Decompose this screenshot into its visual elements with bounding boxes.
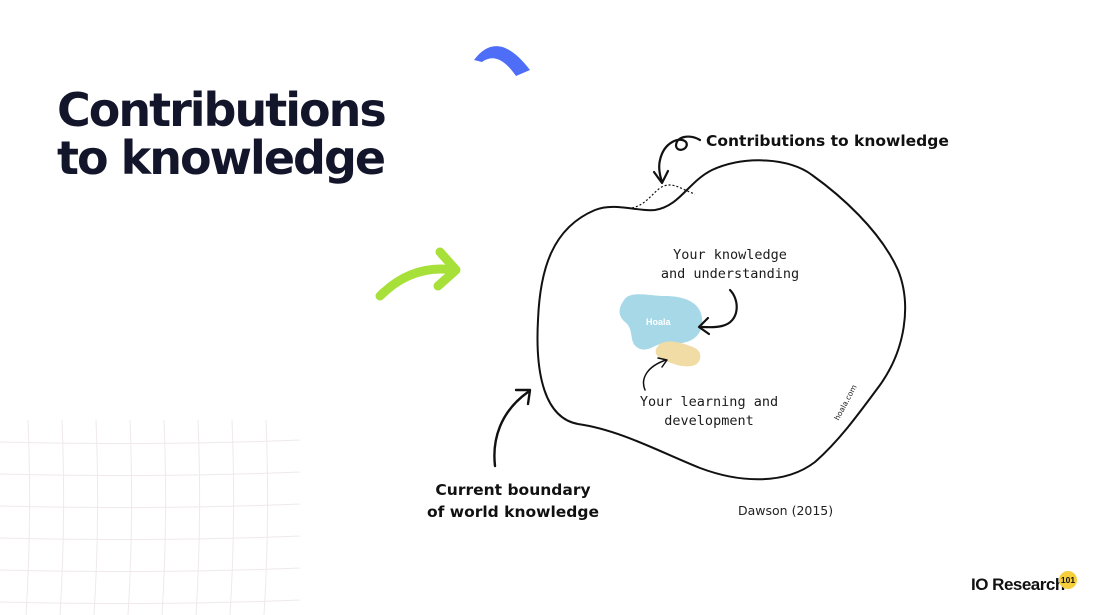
learning-blob bbox=[655, 341, 701, 367]
title-line-2: to knowledge bbox=[57, 131, 386, 185]
blue-arc-decoration bbox=[474, 46, 530, 76]
knowledge-blob-text: Hoala bbox=[646, 317, 671, 327]
green-arrow-decoration bbox=[375, 247, 461, 301]
grid-background bbox=[0, 420, 300, 615]
brand-logo: IO Research bbox=[971, 575, 1065, 594]
your-knowledge-line-1: Your knowledge bbox=[673, 247, 787, 263]
learning-arrow bbox=[642, 359, 667, 391]
title-line-1: Contributions bbox=[57, 83, 387, 137]
learning-line-1: Your learning and bbox=[639, 394, 779, 410]
boundary-line-1: Current boundary bbox=[435, 481, 591, 499]
contributions-label: Contributions to knowledge bbox=[706, 132, 949, 150]
boundary-line-2: of world knowledge bbox=[426, 503, 600, 521]
brand-badge: 101 bbox=[1059, 571, 1077, 589]
contribution-bump bbox=[631, 184, 696, 209]
boundary-label: Current boundary of world knowledge bbox=[418, 479, 608, 523]
your-knowledge-line-2: and understanding bbox=[660, 266, 800, 282]
knowledge-arrow bbox=[700, 288, 738, 329]
learning-line-2: development bbox=[664, 413, 754, 429]
contributions-arrow bbox=[658, 135, 702, 184]
citation: Dawson (2015) bbox=[738, 503, 834, 518]
learning-label: Your learning and development bbox=[624, 393, 794, 431]
boundary-arrow bbox=[493, 390, 530, 468]
page-title: Contributions to knowledge bbox=[57, 83, 387, 185]
world-knowledge-boundary bbox=[536, 159, 907, 481]
knowledge-blob bbox=[619, 294, 703, 350]
your-knowledge-label: Your knowledge and understanding bbox=[650, 246, 810, 284]
